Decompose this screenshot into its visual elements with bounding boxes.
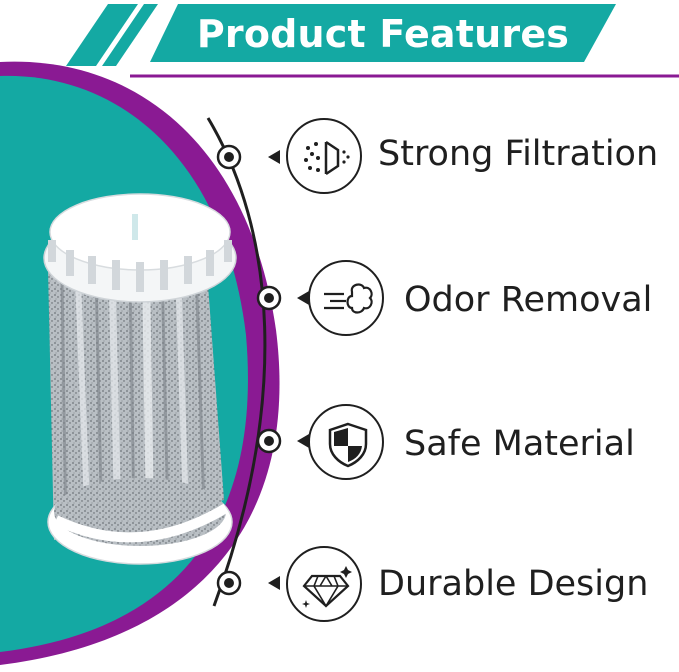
filter-cartridge-image — [43, 193, 237, 565]
filtration-icon — [286, 118, 362, 194]
diamond-icon — [286, 546, 362, 622]
feature-label-durable-design: Durable Design — [378, 564, 649, 604]
timeline-curve — [206, 117, 309, 607]
page-title: Product Features — [196, 12, 570, 56]
feature-label-strong-filtration: Strong Filtration — [378, 134, 659, 174]
feature-label-odor-removal: Odor Removal — [404, 280, 653, 320]
odor-removal-icon — [308, 260, 384, 336]
header-banner — [66, 4, 679, 78]
shield-icon — [308, 404, 384, 480]
feature-label-safe-material: Safe Material — [404, 424, 635, 464]
